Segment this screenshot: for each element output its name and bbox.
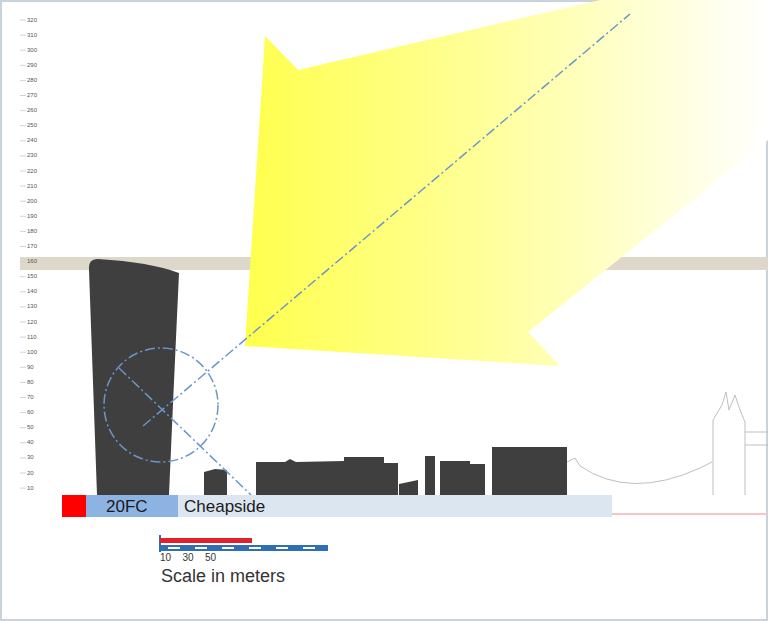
low-buildings [204, 447, 567, 495]
band-label: Cheapside [184, 498, 265, 515]
axis-label: 10 [27, 485, 34, 491]
band-label: 20FC [106, 498, 148, 515]
axis-label: 200 [27, 198, 37, 204]
axis-label: 310 [27, 32, 37, 38]
axis-label: 280 [27, 77, 37, 83]
axis-label: 120 [27, 319, 37, 325]
axis-label: 60 [27, 409, 34, 415]
axis-label: 160 [27, 258, 37, 264]
axis-label: 250 [27, 122, 37, 128]
axis-label: 190 [27, 213, 37, 219]
scale-label: 10 [160, 553, 171, 563]
pink-line [612, 513, 768, 515]
street-band: Cheapside [178, 495, 612, 517]
axis-label: 150 [27, 273, 37, 279]
axis-label: 100 [27, 349, 37, 355]
scale-bar [160, 535, 328, 552]
axis-label: 40 [27, 439, 34, 445]
axis-label: 230 [27, 152, 37, 158]
axis-label: 210 [27, 183, 37, 189]
bridge-outline [567, 392, 768, 495]
axis-label: 110 [27, 334, 37, 340]
axis-label: 290 [27, 62, 37, 68]
tower-20fc [89, 259, 179, 495]
axis-label: 220 [27, 168, 37, 174]
axis-label: 170 [27, 243, 37, 249]
axis-label: 90 [27, 364, 34, 370]
axis-label: 30 [27, 454, 34, 460]
red-marker [62, 495, 86, 517]
axis-label: 300 [27, 47, 37, 53]
axis-label: 130 [27, 303, 37, 309]
sun-arrow [245, 0, 768, 366]
axis-label: 80 [27, 379, 34, 385]
scale-caption: Scale in meters [161, 567, 285, 585]
sun-geometry [104, 14, 630, 495]
axis-label: 320 [27, 17, 37, 23]
axis-label: 140 [27, 288, 37, 294]
scale-label: 30 [183, 553, 194, 563]
axis-label: 260 [27, 107, 37, 113]
axis-label: 180 [27, 228, 37, 234]
axis-ticks [20, 20, 26, 488]
axis-label: 70 [27, 394, 34, 400]
axis-label: 240 [27, 137, 37, 143]
axis-label: 50 [27, 424, 34, 430]
axis-label: 20 [27, 470, 34, 476]
scale-label: 50 [205, 553, 216, 563]
ground-band: 20FC [86, 495, 178, 517]
axis-label: 270 [27, 92, 37, 98]
